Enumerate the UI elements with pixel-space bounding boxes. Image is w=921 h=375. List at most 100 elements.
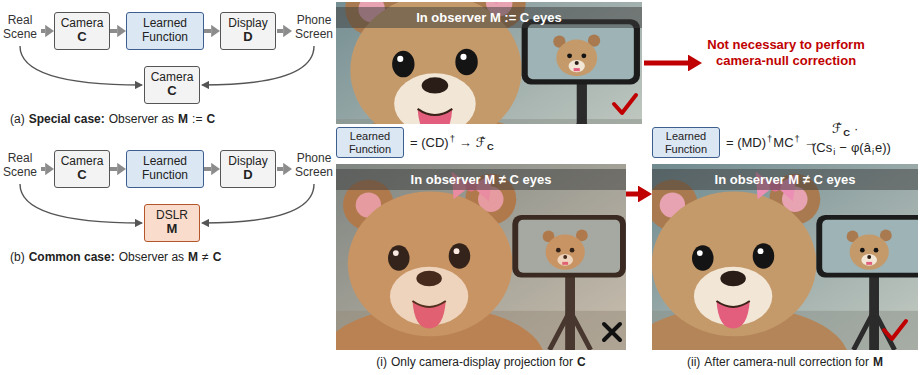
output-arrow [277,29,283,33]
input-arrow [41,29,45,33]
output-label: Phone Screen [292,152,336,180]
check-mark [614,95,636,113]
note-text: Not necessary to perform camera-null cor… [704,37,868,68]
box-title: Display [228,155,267,169]
caption-text: Observer as [119,250,184,264]
input-label: Real Scene [0,152,40,180]
matrix-symbol: M [167,222,178,237]
equation-text: → [459,135,472,150]
camera-box: CameraC [54,150,110,188]
box-title: DSLR [156,209,188,223]
observer-arrow [20,46,142,85]
box-title: Camera [61,17,104,31]
equation-text: · [854,121,858,136]
input-label: Real Scene [0,14,40,42]
math-symbol: ≠ [202,250,209,264]
note-arrow [644,61,688,66]
equation-text: C [843,128,850,138]
caption-heading: Common case: [29,250,115,264]
input-arrow [41,167,45,171]
observer-arrow [203,46,315,85]
math-symbol: M [188,250,198,264]
caption-line: (b) Common case: Observer as M ≠ C [10,250,221,264]
caption-text: Only camera-display projection for [391,355,573,369]
math-symbol: C [206,112,215,126]
photo-panel: In observer M := C eyes [336,2,642,124]
learned-function-box: Learned Function [652,127,720,158]
observer-arrow [20,184,142,223]
flow-arrow [110,167,117,171]
display-box: DisplayD [220,150,276,188]
equation-text: i [833,147,835,157]
learned-function-box: Learned Function [126,150,204,188]
equation-text: i [872,147,874,157]
matrix-symbol: D [243,168,252,183]
equation-text: ℱ̂ [476,135,486,150]
caption-line: (ii) After camera-null correction for M [652,355,918,369]
caption-tag: (i) [376,355,387,369]
equation-text: ℱ̂ [832,121,842,136]
overlay-caption: In observer M := C eyes [336,7,642,28]
overlay-caption: In observer M ≠ C eyes [652,169,918,190]
equation-text: − [839,140,847,155]
learned-function-box: Learned Function [336,127,404,158]
equation-line: (Csi−φ(âie)) [812,140,891,155]
photo-image [319,164,627,375]
equation-text: C [487,142,494,152]
camera-box: CameraC [144,66,200,104]
caption-text: After camera-null correction for [704,355,869,369]
camera-box: CameraC [54,12,110,50]
box-title: Learned Function [131,155,199,183]
matrix-symbol: C [77,168,86,183]
caption-text: Observer as [109,112,174,126]
check-mark [884,321,906,339]
equation-text: e)) [875,140,891,155]
matrix-symbol: D [243,30,252,45]
overlay-caption: In observer M ≠ C eyes [336,169,626,190]
equation-text: † [767,134,772,144]
equation-line: ℱ̂C · [832,121,861,136]
equation-text: MC [773,135,793,150]
equation-text: = (MD) [726,135,766,150]
cross-mark [604,324,620,340]
equation-line: = (CD)† → ℱ̂C [410,135,494,150]
box-title: Display [228,17,267,31]
math-symbol: M [873,355,883,369]
equation-text: φ(â [851,140,871,155]
learned-function-box: Learned Function [126,12,204,50]
output-label: Phone Screen [292,14,336,42]
photo-panel: In observer M ≠ C eyes [652,164,918,350]
equation-text: † [450,134,455,144]
caption-tag: (ii) [687,355,700,369]
caption-line: (i) Only camera-display projection for C [336,355,626,369]
caption-tag: (b) [10,250,25,264]
math-symbol: M [178,112,188,126]
math-symbol: C [213,250,222,264]
box-title: Camera [151,71,194,85]
correction-arrow [626,192,638,197]
caption-line: (a) Special case: Observer as M := C [10,112,215,126]
equation-text: † [795,134,800,144]
math-symbol: := [192,112,202,126]
box-title: Camera [61,155,104,169]
flow-arrow [204,29,211,33]
box-title: Learned Function [340,130,400,155]
photo-panel: In observer M ≠ C eyes [336,164,626,350]
box-title: Learned Function [131,17,199,45]
math-symbol: C [577,355,586,369]
observer-arrow [203,184,315,223]
caption-tag: (a) [10,112,25,126]
matrix-symbol: C [167,84,176,99]
flow-arrow [110,29,117,33]
output-arrow [277,167,283,171]
equation-line: = (MD)†MC†→ [726,135,820,150]
caption-heading: Special case: [29,112,105,126]
dslr-box: DSLRM [144,204,200,242]
display-box: DisplayD [220,12,276,50]
flow-arrow [204,167,211,171]
box-title: Learned Function [656,130,716,155]
equation-text: = (CD) [410,135,449,150]
photo-image [623,164,921,375]
matrix-symbol: C [77,30,86,45]
